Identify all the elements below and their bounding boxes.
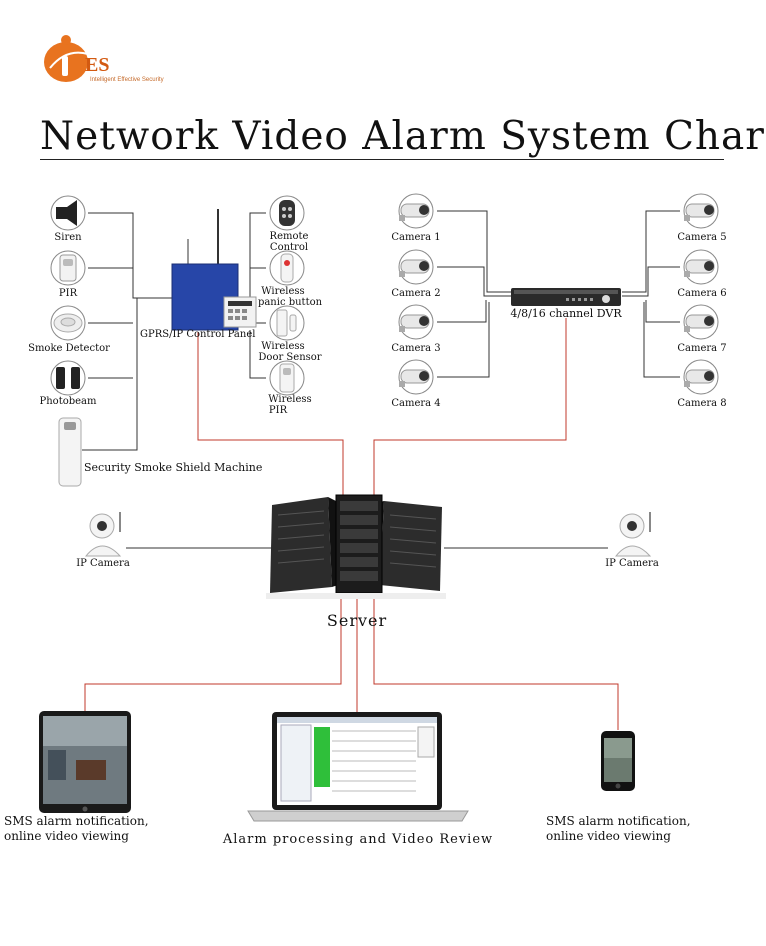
camera-8-label: Camera 8 [677,398,727,409]
panic-button-label-1: Wireless [261,286,305,297]
wire-siren [88,212,172,299]
remote-control-icon [269,195,305,231]
wireless-pir-icon [269,360,305,396]
ip-camera-right-label: IP Camera [605,558,659,569]
siren-icon [50,195,86,231]
photobeam-icon [50,360,86,396]
title-underline [40,159,724,160]
wireless-pir-label-2: PIR [268,405,288,416]
tablet-label-2: online video viewing [4,829,129,843]
pir-sensor-icon [50,250,86,286]
phone-label-2: online video viewing [546,829,671,843]
wire-camera-8 [643,302,680,378]
wire-camera-2 [437,266,512,297]
camera-3-icon [398,304,434,340]
tablet-label-1: SMS alarm notification, [4,814,149,828]
camera-1-label: Camera 1 [391,232,441,243]
camera-2-label: Camera 2 [391,288,441,299]
camera-5-label: Camera 5 [677,232,727,243]
camera-8-icon [683,359,719,395]
wire-camera-5 [622,210,680,293]
smoke-detector-label: Smoke Detector [28,343,110,354]
camera-1-icon [398,193,434,229]
door-sensor-label-2: Door Sensor [258,352,322,363]
camera-3-label: Camera 3 [391,343,441,354]
panic-button-icon [269,250,305,286]
wire-camera-7 [645,300,680,323]
logo-tagline: Intelligent Effective Security [90,77,164,83]
wire-camera-3 [437,300,487,323]
laptop-icon [247,712,469,822]
ip-camera-left-label: IP Camera [76,558,130,569]
wireless-pir-label-1: Wireless [268,394,312,405]
dvr-label: 4/8/16 channel DVR [510,307,622,320]
smoke-shield-machine-icon [58,417,82,487]
wire-smoke-shield [82,298,138,451]
door-sensor-icon [269,305,305,341]
control-panel-icon [171,209,257,331]
wire-server-tablet [84,593,342,712]
wire-camera-6 [622,266,680,297]
camera-7-icon [683,304,719,340]
server-label: Server [326,611,388,630]
ip-camera-right-icon [614,512,652,557]
panic-button-label-2: panic button [257,297,323,308]
wire-panel-server [197,332,344,496]
remote-control-label-1: Remote [269,231,309,242]
photobeam-label: Photobeam [39,396,97,407]
logo-text: ES [85,54,110,76]
ip-camera-left-icon [84,512,122,557]
camera-7-label: Camera 7 [677,343,727,354]
wire-wpir [249,330,266,379]
smoke-detector-icon [50,305,86,341]
door-sensor-label-1: Wireless [261,341,305,352]
ies-logo-icon [44,35,89,82]
phone-icon [601,731,635,791]
camera-6-icon [683,249,719,285]
wire-camera-4 [437,302,490,378]
wire-server-phone [373,593,619,730]
dvr-icon [511,288,621,306]
tablet-icon [39,711,131,813]
server-icon [266,494,446,599]
smoke-shield-label: Security Smoke Shield Machine [84,461,263,474]
laptop-label: Alarm processing and Video Review [222,832,494,847]
remote-control-label-2: Control [269,242,309,253]
phone-label-1: SMS alarm notification, [546,814,691,828]
camera-6-label: Camera 6 [677,288,727,299]
camera-4-label: Camera 4 [391,398,441,409]
wire-camera-1 [437,210,512,293]
camera-5-icon [683,193,719,229]
page-title: Network Video Alarm System Charts [40,114,766,159]
wire-dvr-server [373,318,567,496]
siren-label: Siren [54,232,82,243]
pir-label: PIR [58,288,78,299]
camera-2-icon [398,249,434,285]
wire-remote [249,212,266,300]
camera-4-icon [398,359,434,395]
control-panel-label: GPRS/IP Control Panel [140,329,256,340]
